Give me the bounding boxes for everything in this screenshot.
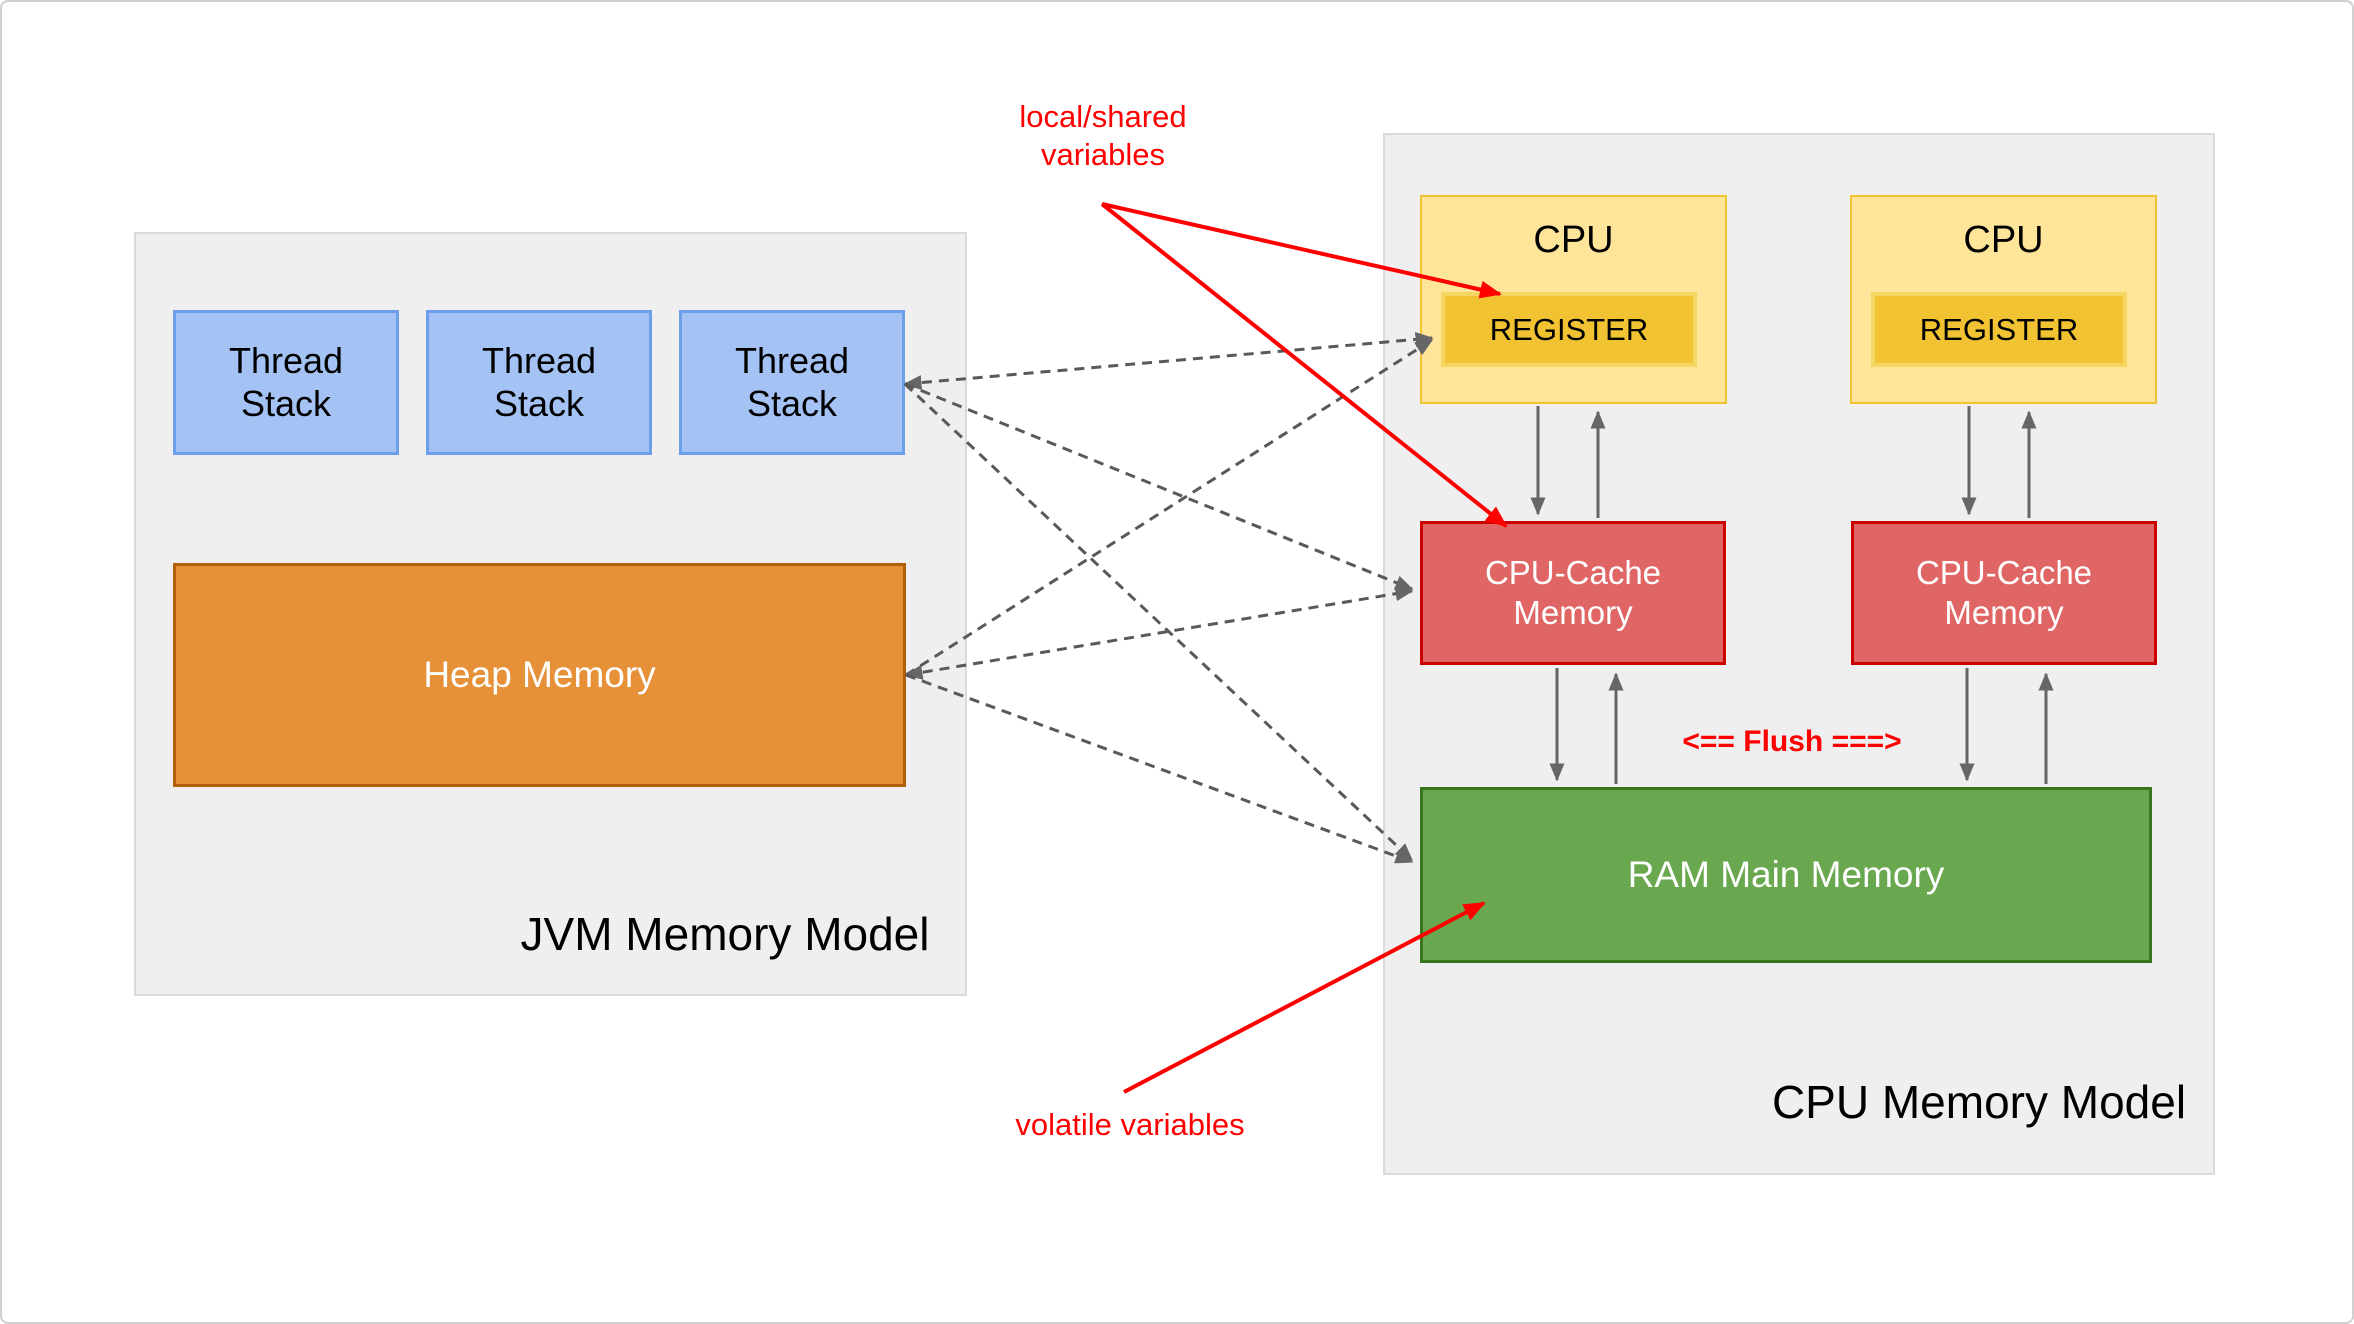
cpu-cache-label-line1: CPU-Cache [1484, 553, 1662, 591]
volatile-variables-annotation: volatile variables [1015, 1107, 1245, 1142]
cpu-cache-label-line1: CPU-Cache [1915, 553, 2093, 591]
register-box-1: REGISTER [1441, 292, 1697, 367]
thread-stack-label-line1: Thread [228, 340, 344, 382]
local-shared-line2: variables [1040, 136, 1166, 172]
local-shared-line1: local/shared [1019, 99, 1187, 134]
dashed-arrow-threadstack-register [903, 331, 1434, 391]
heap-memory-box: Heap Memory [173, 563, 906, 787]
thread-stack-label-line2: Stack [493, 382, 585, 424]
register-label: REGISTER [1489, 311, 1649, 347]
dashed-arrow-threadstack-ram [903, 382, 1414, 862]
dashed-arrow-heap-ram [905, 673, 1414, 864]
thread-stack-label-line1: Thread [481, 340, 597, 382]
thread-stack-label-line2: Stack [240, 382, 332, 424]
jvm-model-title: JVM Memory Model [520, 908, 930, 960]
dashed-arrow-threadstack-cache [904, 382, 1414, 591]
thread-stack-box-2: Thread Stack [426, 310, 652, 455]
cpu-cache-label-line2: Memory [1513, 594, 1633, 631]
cpu-model-title: CPU Memory Model [1771, 1076, 2187, 1128]
local-shared-variables-annotation: local/shared variables [953, 98, 1253, 174]
heap-memory-label: Heap Memory [423, 654, 656, 695]
thread-stack-box-1: Thread Stack [173, 310, 399, 455]
thread-stack-label-line2: Stack [746, 382, 838, 424]
ram-main-memory-box: RAM Main Memory [1420, 787, 2152, 963]
cpu-cache-label-line2: Memory [1944, 594, 2064, 631]
thread-stack-box-3: Thread Stack [679, 310, 905, 455]
thread-stack-label-line1: Thread [734, 340, 850, 382]
cpu-cache-box-1: CPU-Cache Memory [1420, 521, 1726, 665]
dashed-arrow-heap-register [905, 338, 1434, 677]
cpu-cache-box-2: CPU-Cache Memory [1851, 521, 2157, 665]
cpu-label: CPU [1533, 219, 1614, 261]
cpu-label: CPU [1963, 219, 2044, 261]
flush-annotation: <== Flush ===> [1682, 725, 1902, 758]
register-box-2: REGISTER [1871, 292, 2127, 367]
register-label: REGISTER [1919, 311, 2079, 347]
ram-main-memory-label: RAM Main Memory [1627, 854, 1945, 895]
dashed-arrow-heap-cache [904, 586, 1414, 680]
